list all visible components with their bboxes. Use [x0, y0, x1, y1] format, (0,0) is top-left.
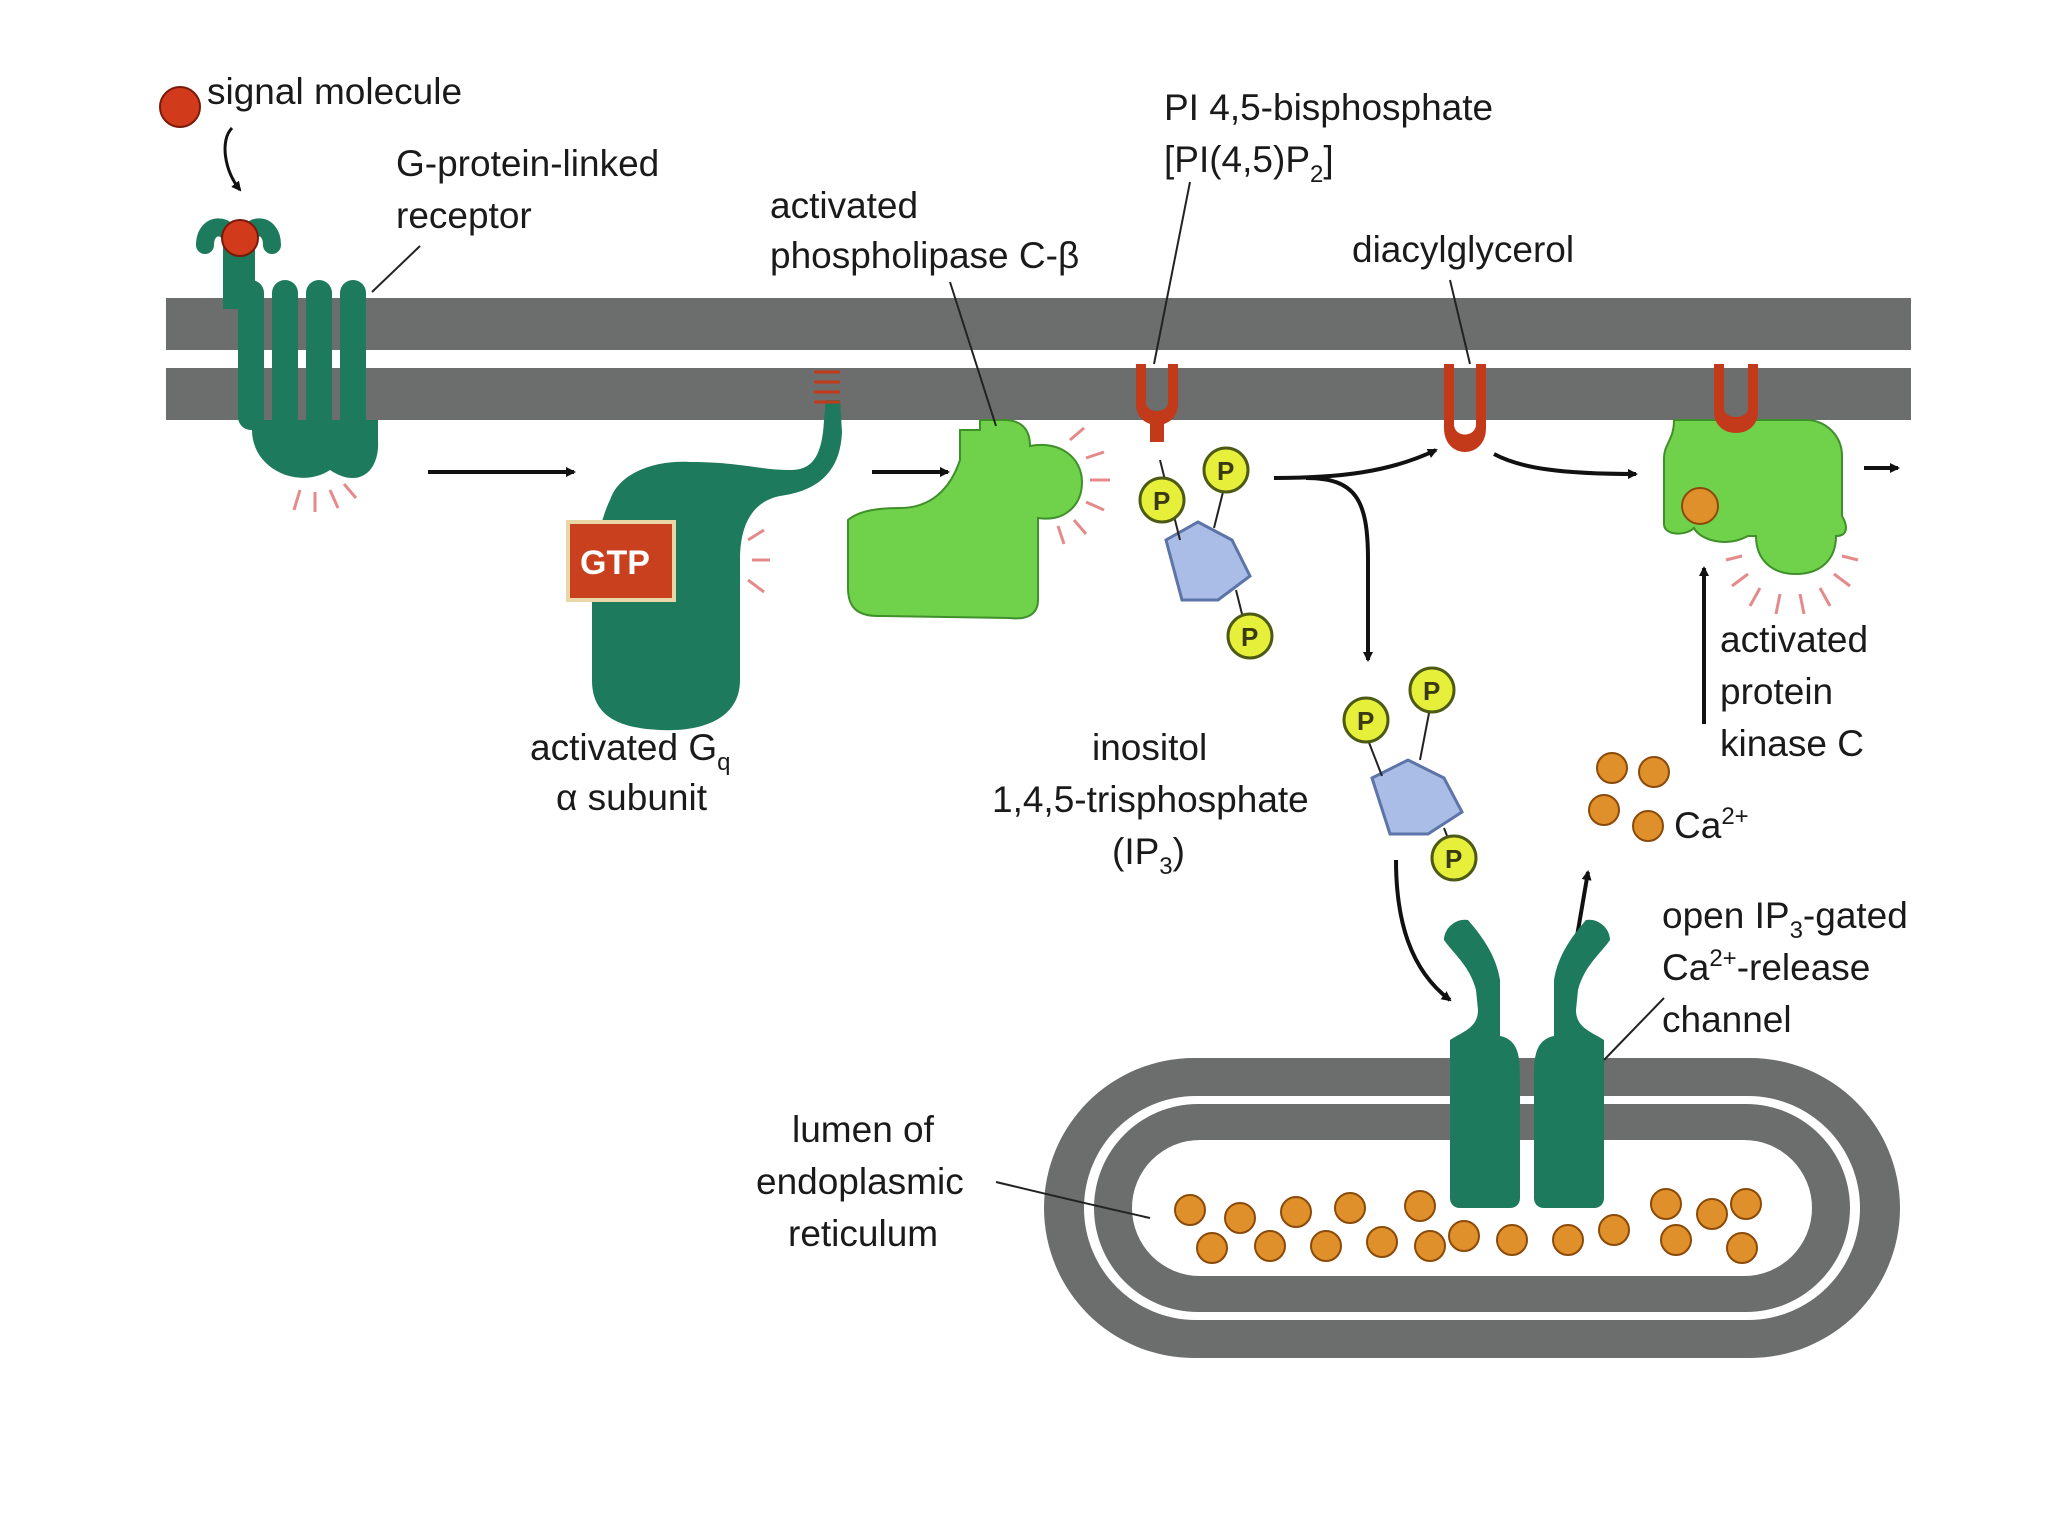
er-label-line2: endoplasmic [756, 1161, 964, 1202]
gtp-badge [566, 520, 676, 602]
channel-label-line1: open IP3-gated [1662, 895, 1908, 944]
gq-label-line1: activated Gq [530, 727, 731, 776]
flow-arrow-to-ip3 [1305, 476, 1373, 662]
plasma-membrane [166, 298, 1911, 420]
gq-label-line2: α subunit [556, 777, 708, 818]
g-protein-linked-receptor: G-protein-linked receptor [196, 143, 659, 512]
pip2-phosphate-a: P [1138, 476, 1186, 524]
receptor-leader-line [371, 245, 421, 293]
flow-arrow-dag-to-pkc [1493, 452, 1638, 479]
pip2-head-icon [1136, 364, 1178, 425]
er-label-line1: lumen of [792, 1109, 935, 1150]
ip3-label-line1: inositol [1092, 727, 1207, 768]
svg-text:P: P [1217, 456, 1234, 486]
pkc-label-line2: protein [1720, 671, 1833, 712]
pip2-phosphate-b: P [1202, 446, 1250, 494]
gtp-label: GTP [580, 544, 650, 582]
plc-label-line1: activated [770, 185, 918, 226]
er-leader-line [995, 1181, 1151, 1219]
channel-right-half [1534, 919, 1610, 1208]
er-label-line3: reticulum [788, 1213, 938, 1254]
pip2-inositol-ring-icon [1164, 520, 1252, 602]
ip3-phosphate-a: P [1342, 696, 1390, 744]
calcium-label: Ca2+ [1674, 803, 1749, 846]
calcium-ion-icon [1596, 752, 1628, 784]
released-calcium-ions: Ca2+ [1588, 752, 1749, 846]
ip3-phosphate-b: P [1408, 666, 1456, 714]
dag-label: diacylglycerol [1352, 229, 1574, 270]
pkc-activation-rays [1725, 554, 1859, 615]
lipid-anchor [814, 370, 840, 404]
activated-phospholipase-c-beta: activated phospholipase C-β [770, 185, 1110, 620]
ip3-gated-calcium-channel: open IP3-gated Ca2+-release channel [1444, 895, 1908, 1208]
svg-text:P: P [1241, 622, 1258, 652]
activated-gq-alpha-subunit: GTP activated Gq α subunit [530, 370, 842, 818]
calcium-ion-icon [1632, 810, 1664, 842]
signal-molecule-icon [159, 86, 201, 128]
dag-head-icon [1444, 364, 1486, 452]
dag-leader-line [1449, 279, 1471, 365]
pkc-label-line3: kinase C [1720, 723, 1864, 764]
pkc-bound-calcium-icon [1681, 487, 1719, 525]
calcium-ion-icon [1638, 756, 1670, 788]
calcium-ion-icon [1588, 794, 1620, 826]
channel-label-line3: channel [1662, 999, 1792, 1040]
signal-molecule-label: signal molecule [207, 71, 462, 112]
svg-text:P: P [1445, 844, 1462, 874]
channel-left-half [1444, 919, 1520, 1208]
channel-leader-line [1603, 997, 1665, 1061]
svg-text:P: P [1153, 486, 1170, 516]
svg-text:P: P [1357, 706, 1374, 736]
endoplasmic-reticulum: lumen of endoplasmic reticulum [756, 1058, 1900, 1358]
pip2-label-line2: [PI(4,5)P2] [1164, 139, 1334, 188]
plc-activation-rays [1056, 426, 1110, 545]
pip2-leader-line [1153, 181, 1191, 365]
diacylglycerol: diacylglycerol [1352, 229, 1574, 452]
activated-protein-kinase-c: activated protein kinase C [1663, 364, 1868, 764]
ip3-phosphate-c: P [1430, 834, 1478, 882]
signal-molecule: signal molecule [159, 71, 462, 192]
ip3-inositol-ring-icon [1370, 758, 1464, 836]
ip3-label-line3: (IP3) [1112, 831, 1185, 880]
plc-leader-line [949, 281, 997, 427]
receptor-label-line2: receptor [396, 195, 532, 236]
receptor-activation-rays [292, 483, 358, 512]
pip2-label-line1: PI 4,5-bisphosphate [1164, 87, 1493, 128]
lumen-calcium-ions [1174, 1188, 1762, 1264]
channel-label-line2: Ca2+-release [1662, 945, 1870, 988]
membrane-inner-leaflet [166, 368, 1911, 420]
svg-text:P: P [1423, 676, 1440, 706]
ip3-label-line2: 1,4,5-trisphosphate [992, 779, 1309, 820]
bound-signal-molecule-icon [221, 219, 259, 257]
gq-activation-rays [747, 528, 770, 594]
pkc-label-line1: activated [1720, 619, 1868, 660]
signal-arrow [223, 126, 242, 192]
plc-label-line2: phospholipase C-β [770, 235, 1079, 276]
receptor-label-line1: G-protein-linked [396, 143, 659, 184]
flow-arrow-ip3-to-channel [1394, 859, 1452, 1002]
ip3-molecule: P P P inositol 1,4,5-trisphosphate (IP3) [992, 666, 1478, 882]
membrane-outer-leaflet [166, 298, 1911, 350]
flow-arrow-to-dag [1273, 448, 1438, 480]
pip2-lipid: PI 4,5-bisphosphate [PI(4,5)P2] P P P [1136, 87, 1493, 660]
pip2-phosphate-c: P [1226, 612, 1274, 660]
